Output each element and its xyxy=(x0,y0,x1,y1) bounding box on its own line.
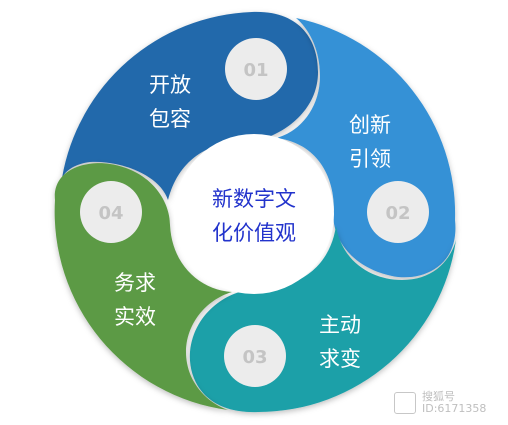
badge-04: 04 xyxy=(80,181,142,243)
segment-02-label-line1: 创新 xyxy=(349,113,391,137)
badge-03-number: 03 xyxy=(242,347,267,368)
segment-01-label-line2: 包容 xyxy=(149,107,191,131)
badge-03: 03 xyxy=(224,325,286,387)
segment-02-label-line2: 引领 xyxy=(349,147,391,171)
badge-01: 01 xyxy=(225,38,287,100)
segment-01-label-line1: 开放 xyxy=(149,73,191,97)
badge-02-number: 02 xyxy=(385,203,410,224)
center-circle xyxy=(174,134,334,294)
badge-02: 02 xyxy=(367,181,429,243)
segment-03-label-line2: 求变 xyxy=(319,347,361,371)
segment-03-label-line1: 主动 xyxy=(319,313,361,337)
badge-01-number: 01 xyxy=(243,60,268,81)
watermark-line1: 搜狐号 xyxy=(422,390,455,403)
center-text-line2: 化价值观 xyxy=(212,221,296,245)
watermark-logo-icon xyxy=(394,392,416,414)
center-text-line1: 新数字文 xyxy=(212,187,296,211)
segment-04-label-line1: 务求 xyxy=(114,271,156,295)
badge-04-number: 04 xyxy=(98,203,123,224)
watermark: 搜狐号 ID:6171358 xyxy=(394,388,504,418)
watermark-line2: ID:6171358 xyxy=(422,402,487,415)
segment-04-label-line2: 实效 xyxy=(114,305,156,329)
